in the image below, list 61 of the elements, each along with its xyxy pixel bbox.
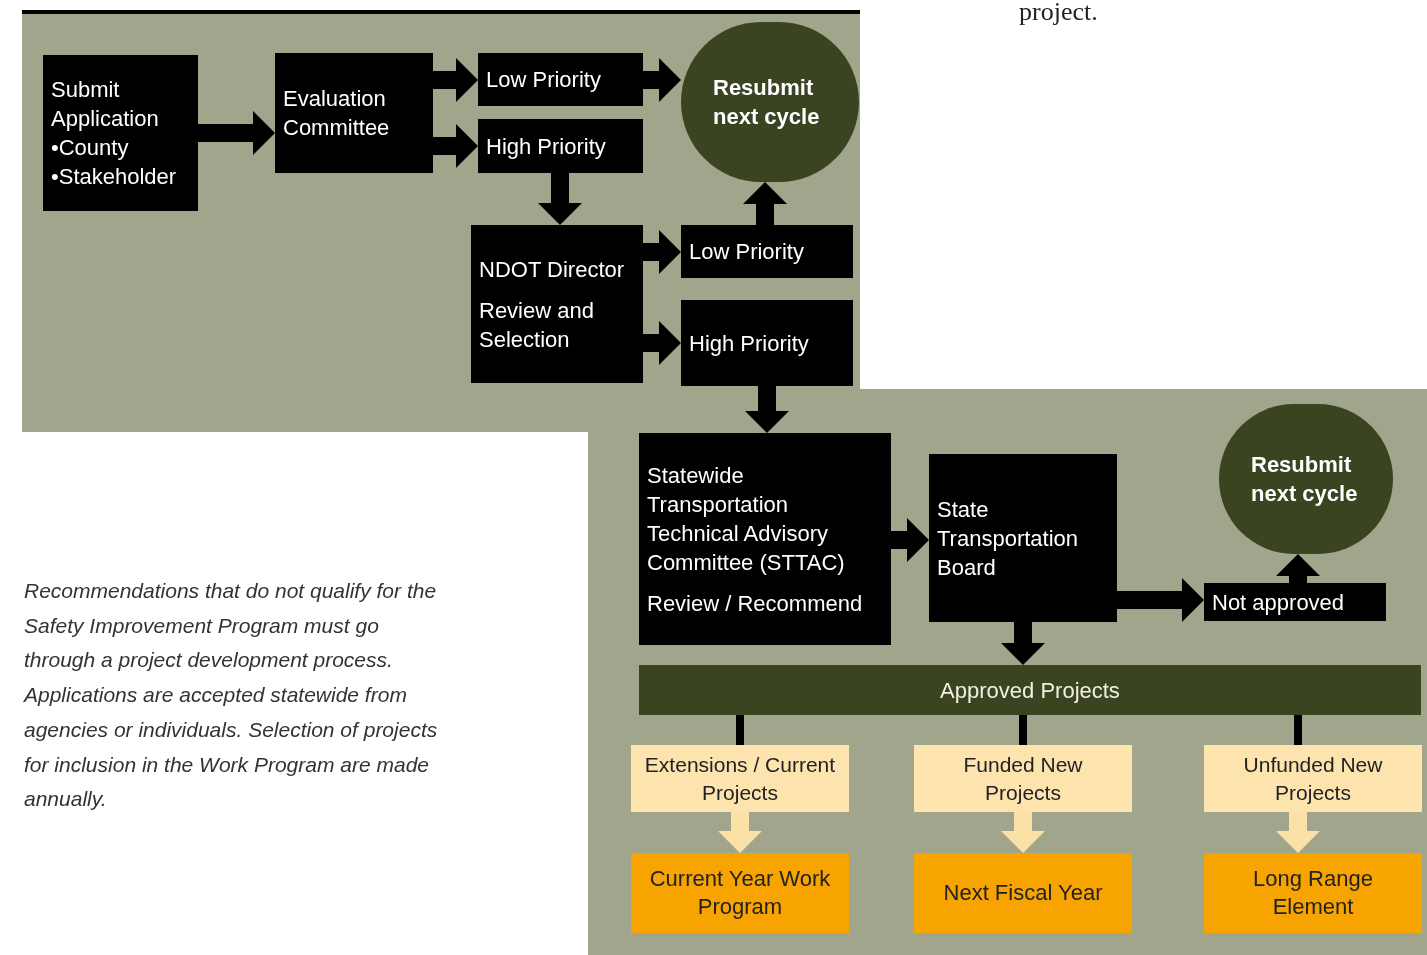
block-arrow xyxy=(538,173,582,225)
process-box xyxy=(1204,583,1386,621)
approved-bar xyxy=(639,665,1421,715)
process-box xyxy=(478,53,643,106)
connector-line xyxy=(1294,715,1302,745)
block-arrow xyxy=(1001,812,1045,853)
block-arrow xyxy=(1276,554,1320,583)
block-arrow xyxy=(1001,622,1045,665)
program-box xyxy=(631,853,849,933)
node-text: Funded New Projects xyxy=(962,751,1084,806)
block-arrow xyxy=(433,58,478,102)
process-box xyxy=(639,433,891,645)
block-arrow xyxy=(718,812,762,853)
node-text: Submit Application xyxy=(51,76,160,133)
program-box xyxy=(914,853,1132,933)
node-text: Resubmit next cycle xyxy=(1251,451,1359,508)
process-box xyxy=(275,53,433,173)
node-text: Review / Recommend xyxy=(647,589,863,618)
node-text: State Transportation Board xyxy=(937,495,1080,582)
node-text: Not approved xyxy=(1212,588,1345,617)
process-box xyxy=(929,454,1117,622)
node-text: •County xyxy=(51,134,129,162)
connector-line xyxy=(1019,715,1027,745)
process-box xyxy=(681,300,853,386)
node-text: Evaluation Committee xyxy=(283,85,391,142)
category-box xyxy=(1204,745,1422,812)
node-text: Approved Projects xyxy=(940,676,1120,705)
node-text: High Priority xyxy=(689,329,809,358)
node-text: NDOT Director xyxy=(479,255,625,284)
node-text: Long Range Element xyxy=(1252,865,1374,921)
node-text: Low Priority xyxy=(486,66,601,94)
node-text: Extensions / Current Projects xyxy=(643,751,837,806)
category-box xyxy=(631,745,849,812)
program-box xyxy=(1204,853,1422,933)
block-arrow xyxy=(745,386,789,433)
process-box xyxy=(681,225,853,278)
node-text: High Priority xyxy=(486,132,606,161)
node-text: Next Fiscal Year xyxy=(943,879,1103,907)
node-text: •Stakeholder xyxy=(51,163,177,191)
process-box xyxy=(43,55,198,211)
node-text: Current Year Work Program xyxy=(648,865,832,921)
block-arrow xyxy=(198,111,275,155)
block-arrow xyxy=(1117,578,1204,622)
block-arrow xyxy=(643,321,681,365)
note-paragraph: Recommendations that do not qualify for the Safety Improvement Program must go through a project development process. Applications are accepted statewide from agencies or individuals. Selection of projects for inclusion in the Work Program are made annually. xyxy=(24,578,439,813)
block-arrow xyxy=(643,58,681,102)
node-text: Resubmit next cycle xyxy=(713,74,821,131)
heading-fragment: project. xyxy=(1019,0,1098,28)
process-box xyxy=(478,119,643,173)
category-box xyxy=(914,745,1132,812)
node-text: Statewide Transportation Technical Advisory Committee (STTAC) xyxy=(647,461,846,577)
block-arrow xyxy=(433,124,478,168)
block-arrow xyxy=(1276,812,1320,853)
node-text: Unfunded New Projects xyxy=(1242,751,1384,806)
block-arrow xyxy=(743,182,787,225)
block-arrow xyxy=(643,230,681,274)
block-arrow xyxy=(891,518,929,562)
node-text: Review and Selection xyxy=(479,296,595,354)
connector-line xyxy=(736,715,744,745)
process-box xyxy=(471,225,643,383)
node-text: Low Priority xyxy=(689,238,804,266)
